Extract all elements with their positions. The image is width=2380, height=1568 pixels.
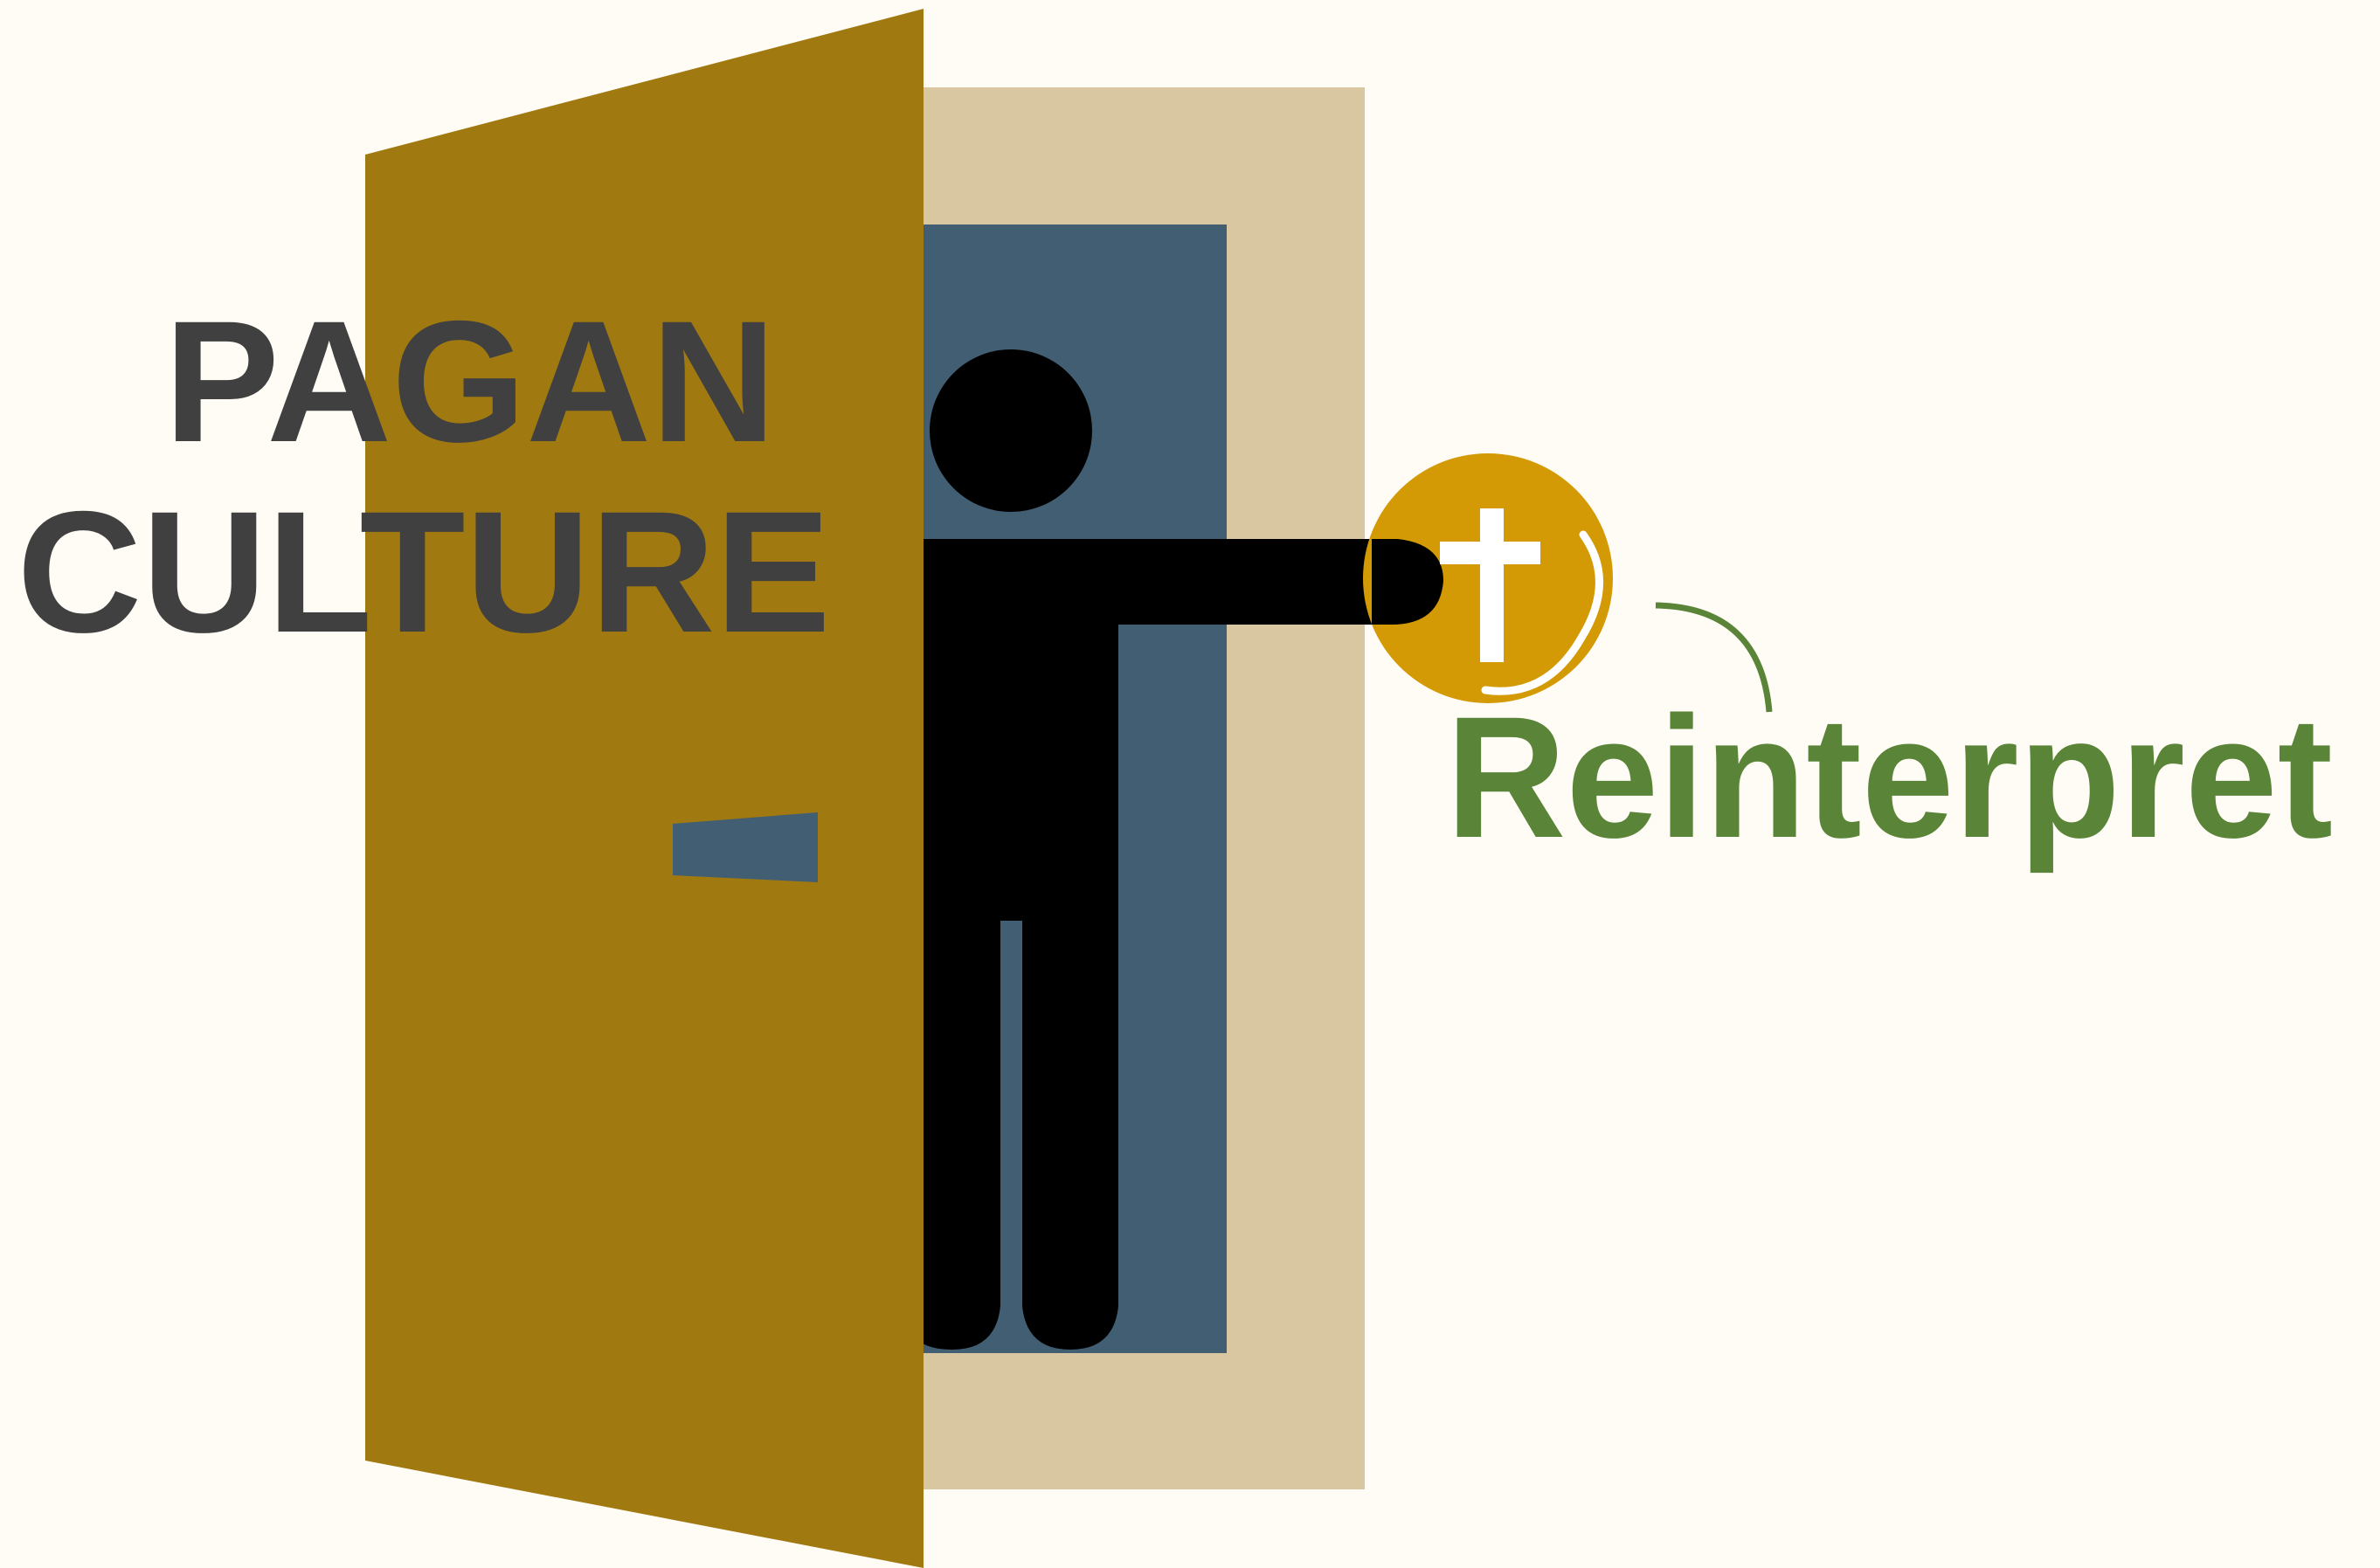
pagan-label-line-2: CULTURE xyxy=(17,475,830,668)
door-leaf xyxy=(365,9,924,1568)
cross-vertical xyxy=(1480,508,1504,662)
cross-horizontal xyxy=(1440,542,1540,564)
person-torso xyxy=(909,539,1118,921)
person-head xyxy=(930,349,1092,512)
cross-coin-icon xyxy=(1363,453,1613,703)
door-handle xyxy=(673,812,818,882)
pagan-label-line-1: PAGAN xyxy=(164,285,776,478)
person-right-leg xyxy=(1022,917,1118,1350)
reinterpret-label: Reinterpret xyxy=(1446,680,2333,874)
